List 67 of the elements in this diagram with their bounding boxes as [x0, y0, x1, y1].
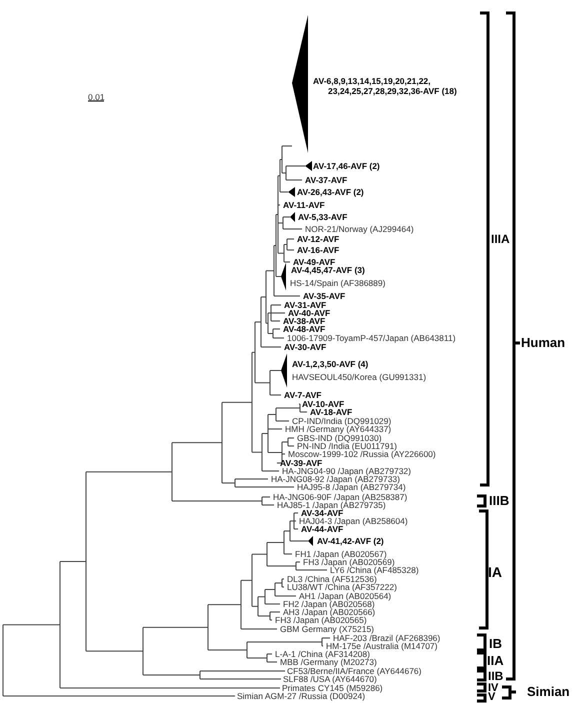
taxon-label: AV-37-AVF: [305, 176, 348, 184]
taxon-label: Primates CY145 (M59286): [282, 684, 383, 692]
taxon-label: PN-IND /India (EU011791): [297, 442, 397, 450]
taxon-label: HAVSEOUL450/Korea (GU991331): [292, 373, 426, 381]
clade-label: Human: [521, 336, 566, 350]
taxon-label: AV-31-AVF: [284, 301, 326, 309]
taxon-label: HA-JNG06-90F /Japan (AB258387): [273, 493, 408, 501]
taxon-label: LU38/WT /China (AF357222): [287, 583, 397, 591]
taxon-label: AV-49-AVF: [293, 258, 336, 266]
taxon-label: AV-1,2,3,50-AVF (4): [292, 360, 368, 368]
taxon-label: AV-38-AVF: [283, 317, 326, 325]
taxon-label: FH2 /Japan (AB020568): [283, 600, 375, 608]
taxon-label: NOR-21/Norway (AJ299464): [305, 225, 414, 233]
taxon-label: HAJ85-1 /Japan (AB279735): [277, 501, 386, 509]
taxon-label: MBB /Germany (M20273): [280, 658, 377, 666]
taxon-label: HAJ95-8 /Japan (AB279734): [297, 483, 406, 491]
taxon-label: CP-IND/India (DQ991029): [292, 417, 392, 425]
scale-label: 0.01: [88, 93, 105, 101]
taxon-label: AV-35-AVF: [303, 292, 346, 300]
taxon-label: AV-11-AVF: [283, 201, 325, 209]
taxon-label: AV-30-AVF: [284, 343, 326, 351]
taxon-label: AV-41,42-AVF (2): [317, 537, 384, 545]
taxon-label: AV-10-AVF: [302, 400, 344, 408]
taxon-label: HAF-203 /Brazil (AF268396): [333, 634, 440, 642]
taxon-label: 1006-17909-ToyamP-457/Japan (AB643811): [287, 334, 456, 342]
clade-label: IB: [489, 636, 502, 652]
clade-label: IIA: [487, 654, 504, 668]
taxon-label: CF53/Berne/IIA/France (AY644676): [287, 667, 422, 675]
clade-label: IIIB: [489, 494, 510, 508]
taxon-label: Moscow-1999-102 /Russia (AY226600): [288, 450, 436, 458]
taxon-label: GBM Germany (X75215): [280, 625, 374, 633]
taxon-label: AV-40-AVF: [288, 309, 330, 317]
taxon-label: HMH /Germany (AY644337): [285, 425, 392, 433]
taxon-label: AV-5,33-AVF: [298, 213, 348, 221]
taxon-label: L-A-1 /China (AF314208): [275, 650, 370, 658]
taxon-label: AV-18-AVF: [310, 408, 352, 416]
taxon-label: AV-26,43-AVF (2): [297, 188, 364, 196]
taxon-label: HA-JNG08-92 /Japan (AB279733): [271, 475, 400, 483]
clade-label: V: [488, 690, 496, 703]
taxon-label: LY6 /China (AF485328): [330, 566, 419, 574]
taxon-label: AV-44-AVF: [301, 525, 344, 533]
taxon-label: HM-175e /Australia (M14707): [326, 642, 438, 650]
taxon-label: HAJ04-3 /Japan (AB258604): [299, 517, 408, 525]
taxon-label: FH1 /Japan (AB020567): [295, 550, 387, 558]
taxon-label: AV-7-AVF: [284, 391, 322, 399]
clade-label: IIIA: [491, 233, 510, 247]
taxon-label: AV-34-AVF: [301, 509, 344, 517]
taxon-label: AV-48-AVF: [283, 325, 326, 333]
taxon-label: AH3 /Japan (AB020566): [283, 608, 376, 616]
taxon-label: AV-12-AVF: [297, 235, 340, 243]
taxon-label: SLF88 /USA (AY644670): [283, 675, 377, 683]
taxon-label: HA-JNG04-90 /Japan (AB279732): [282, 467, 411, 475]
clade-label: Simian: [527, 684, 570, 700]
taxon-label: Simian AGM-27 /Russia (D00924): [237, 692, 366, 700]
taxon-label: AV-16-AVF: [297, 246, 340, 254]
taxon-label: HS-14/Spain (AF386889): [290, 279, 386, 287]
taxon-label: AH1 /Japan (AB020564): [299, 592, 392, 600]
taxon-label: AV-17,46-AVF (2): [313, 162, 380, 170]
taxon-label: AV-6,8,9,13,14,15,19,20,21,22, 23,24,25,27,28,29,32,36-AVF (18): [313, 76, 458, 96]
taxon-label: FH3 /Japan (AB020569): [303, 558, 395, 566]
taxon-label: AV-4,45,47-AVF (3): [291, 266, 365, 274]
taxon-label: GBS-IND (DQ991030): [297, 434, 382, 442]
taxon-label: FH3 /Japan (AB020565): [275, 616, 367, 624]
taxon-label: AV-39-AVF: [280, 459, 322, 467]
taxon-label: DL3 /China (AF512536): [287, 575, 377, 583]
clade-label: IIB: [488, 670, 504, 684]
clade-label: IA: [488, 565, 502, 581]
